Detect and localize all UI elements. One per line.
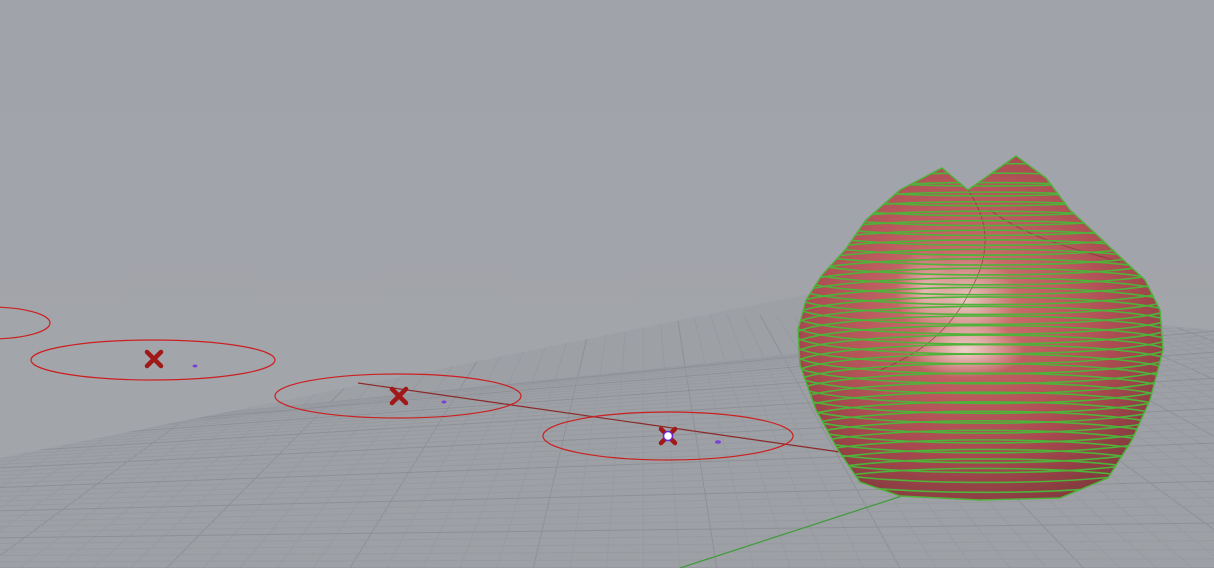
grid-line	[1109, 325, 1214, 568]
purple-dot	[441, 400, 447, 404]
contour-curve	[798, 267, 1163, 306]
grid-line	[532, 309, 594, 568]
grid-line	[0, 505, 1214, 528]
contour-curve	[798, 391, 1163, 434]
contour-curve	[798, 286, 1163, 326]
purple-dot	[192, 364, 198, 368]
contour-curve	[798, 439, 1163, 484]
contour-curve	[798, 343, 1163, 385]
curve-layer[interactable]	[0, 306, 794, 461]
grid-line	[0, 540, 1214, 550]
contour-curve	[798, 381, 1163, 424]
contour-curve	[798, 200, 1163, 237]
contour-curve	[798, 467, 1163, 500]
helper-dots	[192, 364, 721, 444]
grid-line	[709, 313, 791, 568]
grid-line	[0, 522, 1214, 539]
grid-line	[606, 310, 628, 568]
surface-highlight	[905, 322, 1025, 378]
contour-curve	[798, 458, 1163, 500]
grid-line	[692, 312, 754, 568]
contour-curve	[798, 156, 1163, 187]
contour-curve	[798, 400, 1163, 444]
contour-curve	[798, 296, 1163, 336]
purple-dot	[715, 440, 721, 444]
contour-curve	[798, 362, 1163, 405]
lofted-surface[interactable]	[795, 154, 1175, 512]
contour-curve	[798, 420, 1163, 464]
circle-curve[interactable]	[542, 411, 794, 461]
contour-curve	[798, 448, 1163, 494]
contour-curve	[798, 429, 1163, 474]
point-layer[interactable]	[144, 349, 678, 446]
grid-line	[0, 549, 1214, 557]
contour-curve	[798, 248, 1163, 286]
grid-line	[742, 314, 864, 568]
contour-curve	[798, 410, 1163, 454]
cross-icon[interactable]	[144, 349, 164, 369]
grid-line	[676, 312, 718, 568]
grid-line	[0, 497, 1214, 522]
contour-curve	[798, 238, 1163, 276]
circle-curve[interactable]	[30, 339, 276, 381]
grid-line	[0, 558, 1214, 563]
contour-curve	[798, 219, 1163, 256]
contour-curve	[798, 353, 1163, 395]
contour-curve	[798, 210, 1163, 247]
grid-line	[0, 531, 1214, 545]
grid-line	[0, 513, 1214, 533]
world-x-axis	[357, 382, 841, 453]
circle-curve[interactable]	[274, 373, 522, 419]
contour-curve	[798, 277, 1163, 316]
contour-curve	[798, 181, 1163, 217]
grid-line	[1093, 324, 1214, 568]
world-y-axis	[679, 494, 906, 568]
contour-curve	[798, 191, 1163, 227]
grip-icon[interactable]	[658, 426, 678, 446]
surface-seam	[989, 209, 1121, 263]
contour-curve	[798, 372, 1163, 415]
cross-icon[interactable]	[389, 386, 409, 406]
contour-curve	[798, 258, 1163, 296]
circle-curve[interactable]	[0, 306, 51, 340]
contour-curve	[798, 229, 1163, 266]
